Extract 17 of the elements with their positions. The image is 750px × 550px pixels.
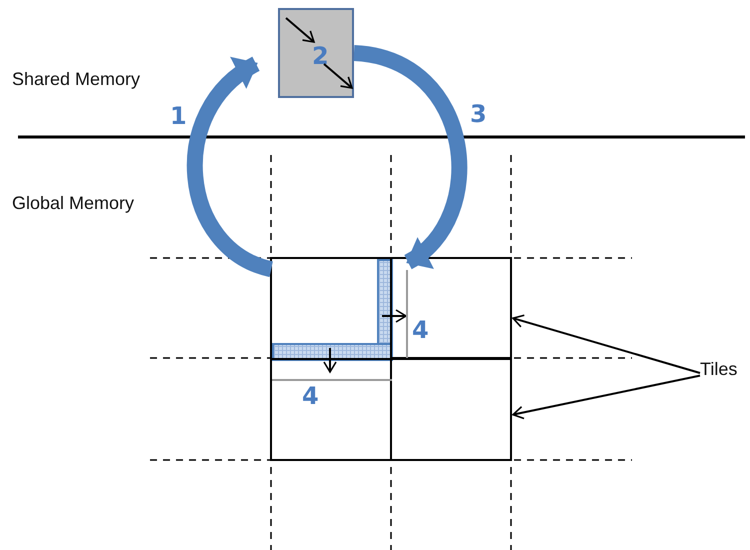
tile-box <box>390 358 512 461</box>
tile-box <box>270 358 392 461</box>
tile-box <box>390 257 512 359</box>
step-number: 4 <box>302 384 319 408</box>
curved-arrow <box>187 57 274 277</box>
step-number: 2 <box>312 44 329 68</box>
step-number: 4 <box>412 318 429 342</box>
step-number: 1 <box>170 104 187 128</box>
leader-arrow <box>512 374 700 420</box>
tile-box <box>270 257 392 359</box>
label-text: Global Memory <box>12 194 134 212</box>
step-number: 3 <box>470 102 487 126</box>
leader-arrow <box>512 314 700 374</box>
shared-memory-block <box>278 8 354 98</box>
label-text: Tiles <box>700 360 738 378</box>
label-text: Shared Memory <box>12 70 140 88</box>
curved-arrow <box>352 45 468 269</box>
